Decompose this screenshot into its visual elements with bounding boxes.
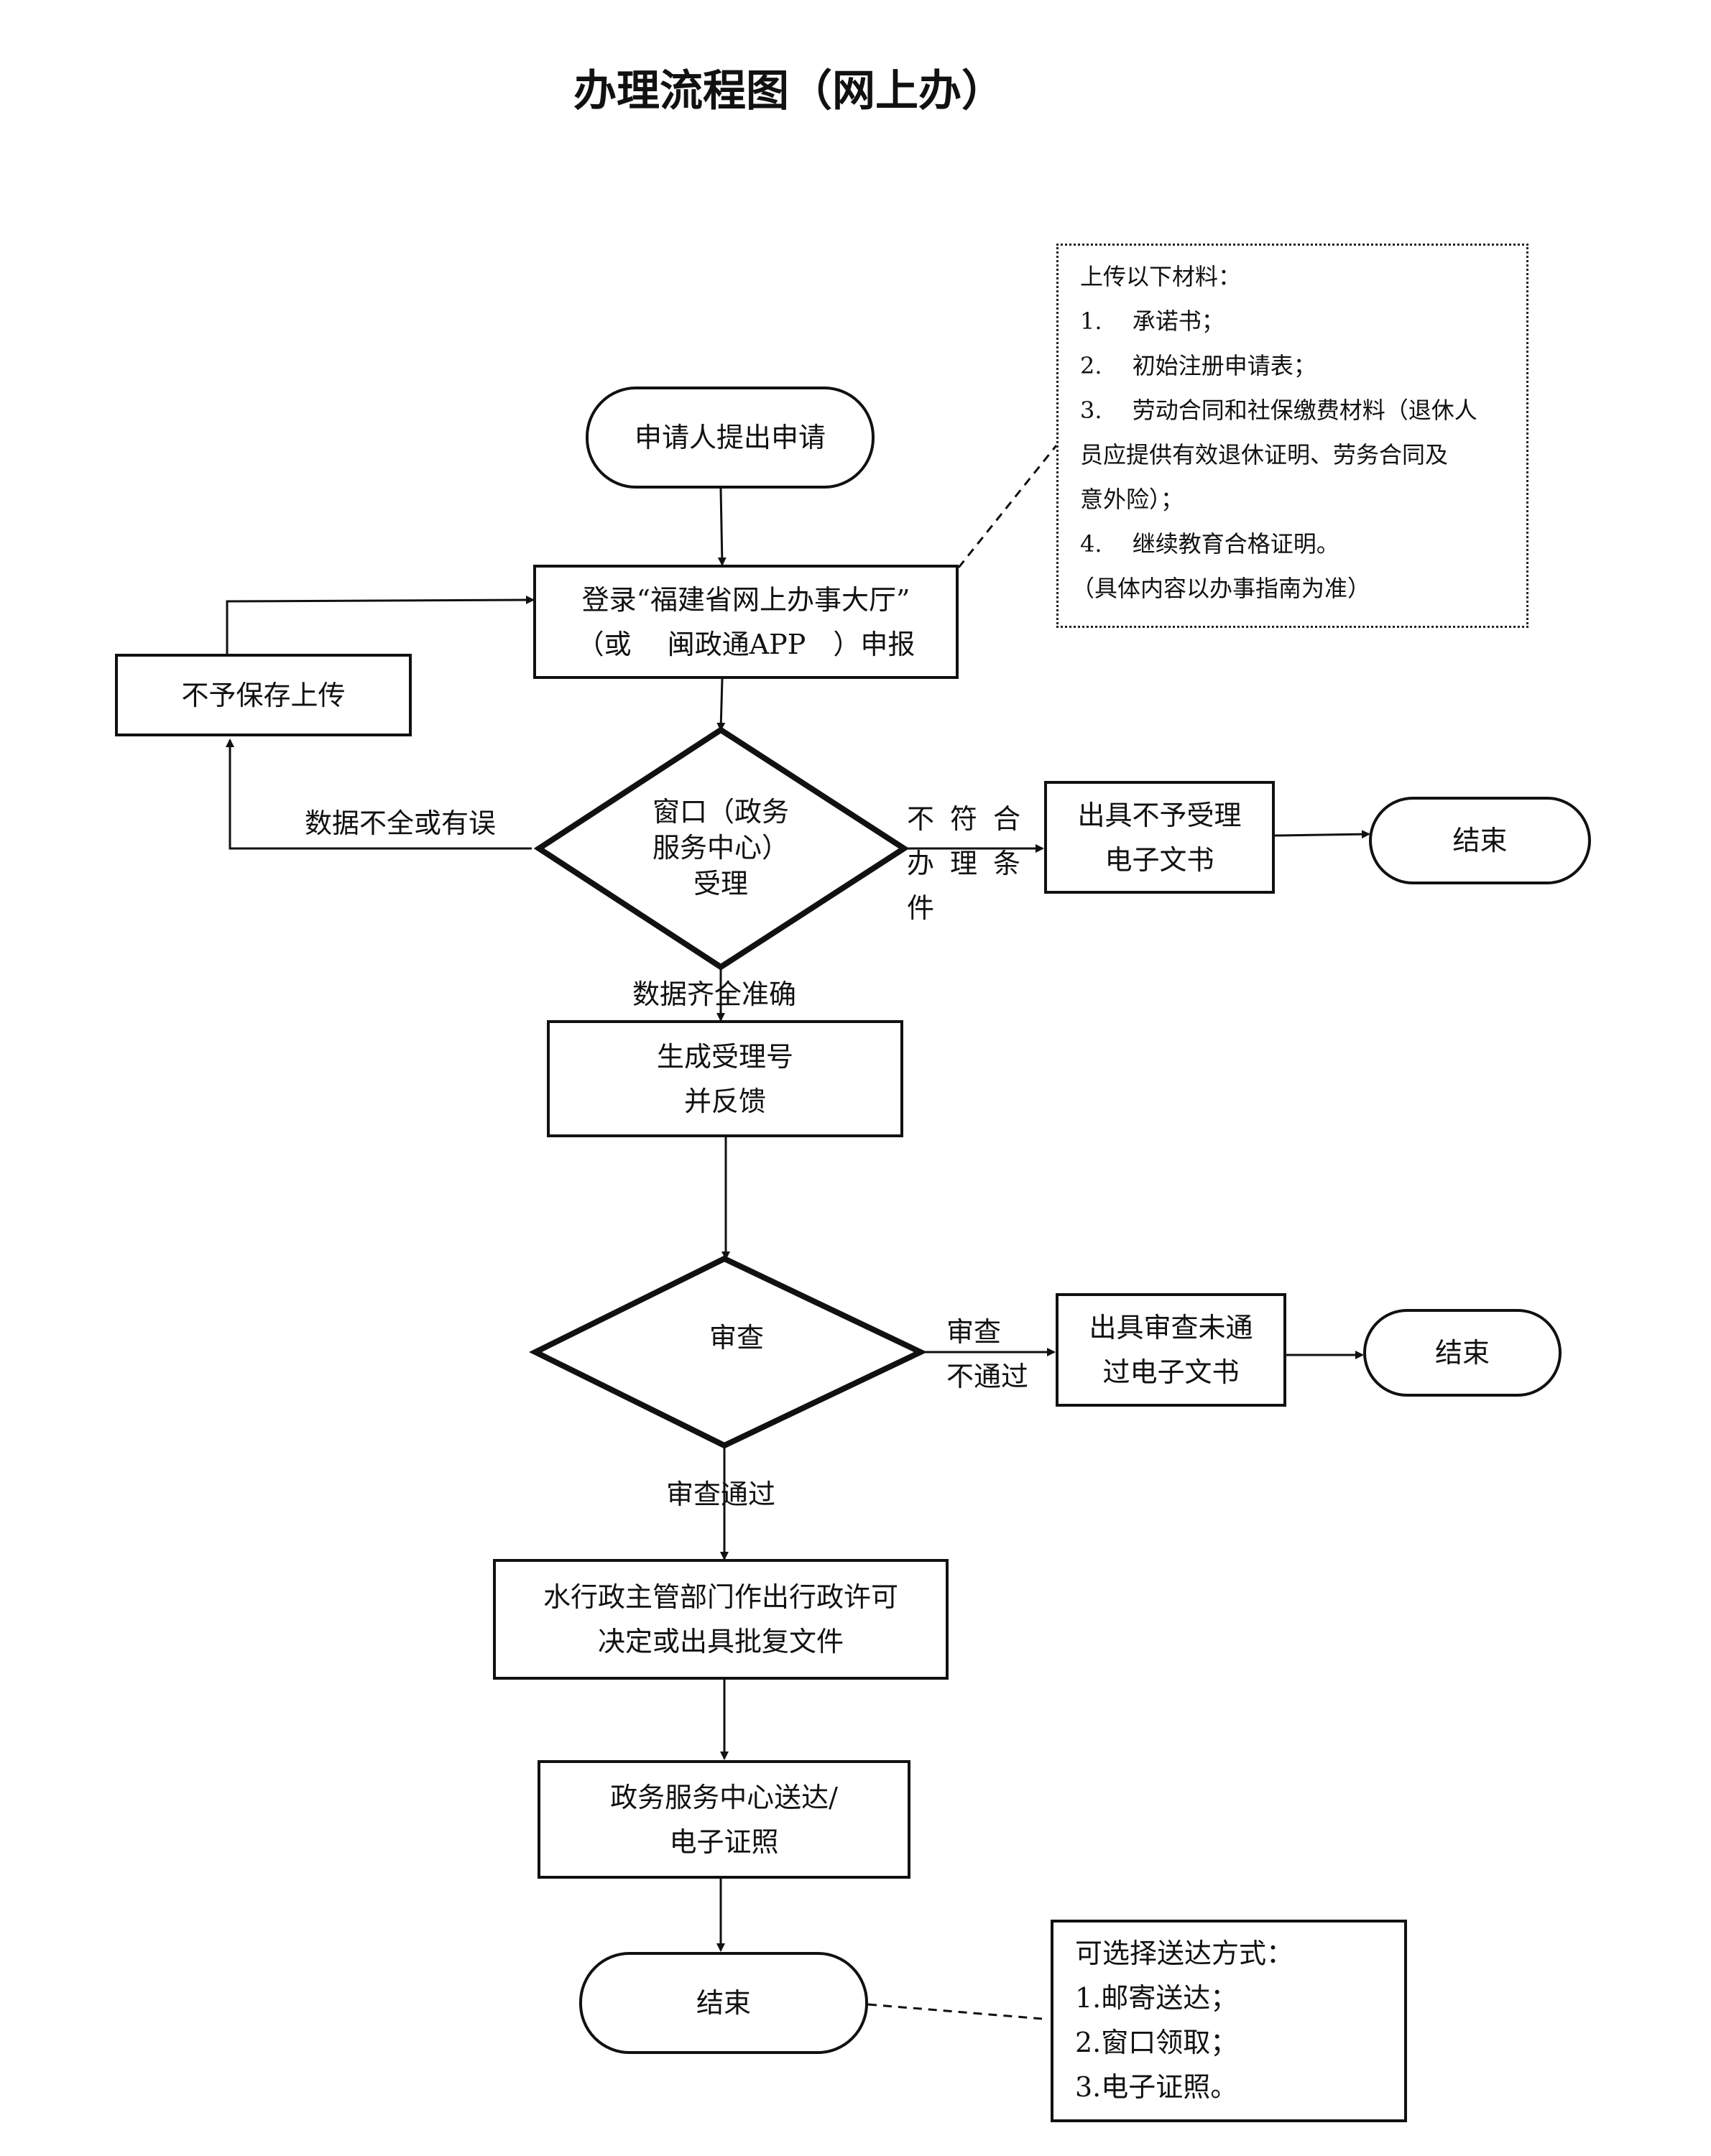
materials-item: 4. 继续教育合格证明。 <box>1080 530 1339 557</box>
delivery-options-note: 可选择送达方式： 1.邮寄送达； 2.窗口领取； 3.电子证照。 <box>1051 1920 1407 2122</box>
decision-line2: 决定或出具批复文件 <box>597 1626 844 1657</box>
start-node-label: 申请人提出申请 <box>634 422 826 453</box>
login-line1: 登录“福建省网上办事大厅” <box>581 583 910 616</box>
decision-line1: 水行政主管部门作出行政许可 <box>543 1581 898 1613</box>
label-complete: 数据齐全准确 <box>632 978 797 1010</box>
end-node-1: 结束 <box>1369 797 1591 884</box>
deliver-line1: 政务服务中心送达/ <box>610 1781 838 1813</box>
label-not-meet-3: 件 <box>907 892 935 924</box>
arrow-login-to-window <box>716 678 726 731</box>
reject-line1: 出具不予受理 <box>1077 799 1242 831</box>
end-node-2-label: 结束 <box>1434 1337 1490 1369</box>
end-node-3: 结束 <box>579 1952 868 2054</box>
review-label: 审查 <box>709 1322 764 1354</box>
page-title: 办理流程图（网上办） <box>573 66 1005 116</box>
delivery-heading: 可选择送达方式： <box>1075 1938 1294 1969</box>
dashed-link-materials <box>957 445 1058 568</box>
window-line1: 窗口（政务 <box>652 796 789 828</box>
label-review-fail-1: 审查 <box>946 1316 1002 1348</box>
delivery-item: 3.电子证照。 <box>1075 2071 1238 2103</box>
end-node-1-label: 结束 <box>1452 825 1508 856</box>
label-incomplete: 数据不全或有误 <box>305 808 497 839</box>
end-node-3-label: 结束 <box>696 1987 751 2019</box>
materials-item: （具体内容以办事指南为准） <box>1071 575 1371 602</box>
reject-line2: 电子文书 <box>1104 843 1214 876</box>
no-save-label: 不予保存上传 <box>181 679 346 711</box>
dashed-link-delivery <box>867 2003 1043 2020</box>
materials-note: 上传以下材料： 1. 承诺书； 2. 初始注册申请表； 3. 劳动合同和社保缴费… <box>1056 244 1528 628</box>
label-review-pass: 审查通过 <box>666 1479 776 1510</box>
permit-decision-box: 水行政主管部门作出行政许可 决定或出具批复文件 <box>493 1559 949 1680</box>
materials-item: 员应提供有效退休证明、劳务合同及 <box>1080 441 1449 468</box>
gen-line2: 并反馈 <box>683 1085 766 1117</box>
deliver-line2: 电子证照 <box>669 1826 779 1858</box>
arrow-start-to-login <box>717 488 727 566</box>
gen-line1: 生成受理号 <box>656 1040 793 1073</box>
delivery-box: 政务服务中心送达/ 电子证照 <box>538 1760 910 1879</box>
decision-diamond-review <box>528 1255 928 1449</box>
materials-heading: 上传以下材料： <box>1080 263 1242 290</box>
no-save-box: 不予保存上传 <box>115 654 412 736</box>
arrow-incomplete-to-nosave <box>226 739 532 850</box>
review-fail-box: 出具审查未通 过电子文书 <box>1056 1293 1286 1407</box>
materials-item: 1. 承诺书； <box>1080 307 1225 335</box>
arrow-reject-to-end1 <box>1274 830 1370 839</box>
delivery-item: 2.窗口领取； <box>1075 2027 1238 2058</box>
review-fail-line2: 过电子文书 <box>1102 1356 1240 1388</box>
decision-diamond-window <box>533 726 910 971</box>
start-node: 申请人提出申请 <box>586 387 875 489</box>
review-fail-line1: 出具审查未通 <box>1089 1312 1253 1343</box>
materials-item: 3. 劳动合同和社保缴费材料（退休人 <box>1080 397 1477 424</box>
label-review-fail-2: 不通过 <box>946 1361 1029 1392</box>
arrow-nosave-to-login <box>226 596 535 654</box>
login-box: 登录“福建省网上办事大厅” （或 闽政通APP ）申报 <box>533 565 959 679</box>
delivery-item: 1.邮寄送达； <box>1075 1982 1238 2014</box>
window-line3: 受理 <box>693 868 748 899</box>
materials-item: 2. 初始注册申请表； <box>1080 352 1316 379</box>
label-not-meet-2: 办理条 <box>907 848 1037 879</box>
label-not-meet-1: 不符合 <box>907 803 1037 835</box>
window-accept-text: 窗口（政务 服务中心） 受理 <box>618 790 824 905</box>
login-line2: （或 闽政通APP ）申报 <box>576 628 916 660</box>
generate-number-box: 生成受理号 并反馈 <box>547 1020 903 1137</box>
window-line2: 服务中心） <box>652 832 789 864</box>
review-text: 审查 <box>683 1315 790 1361</box>
end-node-2: 结束 <box>1363 1309 1562 1397</box>
materials-item: 意外险）； <box>1080 486 1184 513</box>
reject-box: 出具不予受理 电子文书 <box>1044 781 1275 894</box>
